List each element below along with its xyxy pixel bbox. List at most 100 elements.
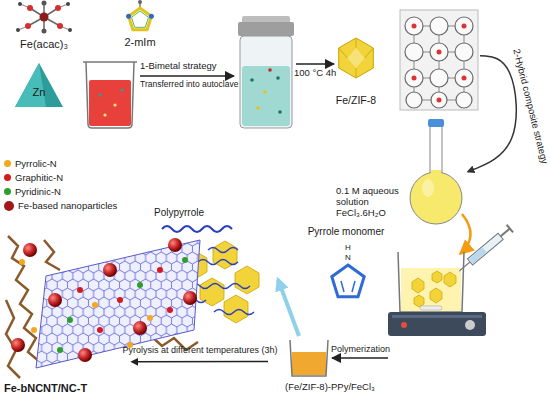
reagent-label: 2-mIm <box>108 0 172 56</box>
precursor-beaker-part <box>103 113 106 116</box>
carbon-framework-part-part <box>19 259 25 265</box>
polypyrrole-coating-part-part <box>224 295 248 323</box>
volumetric-flask-part <box>410 172 462 224</box>
feacac-molecule-part <box>57 23 63 29</box>
zif-crystal-part <box>365 48 374 58</box>
zif-crystal-part <box>356 68 357 78</box>
carbon-framework-part-part <box>44 240 60 270</box>
precursor-beaker-part <box>120 88 123 91</box>
volumetric-flask-part <box>428 119 444 127</box>
metal-triangle: Zn <box>14 62 64 108</box>
node-label: (Fe/ZIF-8)-PPy/FeCl₃ <box>268 382 392 393</box>
precursor-beaker-part <box>83 61 137 63</box>
pyrrole-ring-part <box>332 265 364 297</box>
carbon-framework-part-part <box>147 315 153 321</box>
zif-framework-part-part <box>430 69 448 87</box>
feacac-molecule-part <box>18 2 22 6</box>
legend-swatch <box>4 201 14 211</box>
syringe <box>456 225 513 275</box>
node-label: Fe(acac)₃ <box>4 38 84 51</box>
syringe-part <box>501 229 510 237</box>
process-arrow <box>296 63 334 65</box>
pyrrole-ring-part <box>352 281 355 292</box>
zif-framework-part-part <box>430 17 448 35</box>
reagent-label: Fe(acac)₃ <box>4 0 84 56</box>
zif-framework-part-part <box>437 50 442 55</box>
volumetric-flask-part <box>422 179 434 197</box>
annotation-label: H <box>345 243 351 252</box>
autoclave-jar-part <box>263 90 267 94</box>
carbon-framework-part <box>11 238 197 362</box>
zif-crystal-part <box>347 48 364 68</box>
autoclave-jar-part <box>240 36 292 128</box>
process-connector <box>468 56 516 172</box>
precursor-beaker-part <box>89 80 131 126</box>
zif-framework-part-part <box>439 26 440 100</box>
zif-framework-part <box>400 10 478 110</box>
zif-framework-part <box>405 17 473 108</box>
volumetric-flask-part <box>430 126 442 176</box>
triangle-facet <box>15 63 46 107</box>
magnetic-stirrer-part <box>401 322 407 328</box>
annotation-label: Polymerization <box>331 344 390 354</box>
zif-framework-part-part <box>464 26 465 100</box>
carbon-framework-part-part <box>182 257 188 263</box>
magnetic-stirrer-part <box>401 268 461 311</box>
legend-label: Graphitic-N <box>15 172 63 183</box>
carbon-framework-part-part <box>183 291 197 305</box>
feacac-molecule-part <box>25 23 31 29</box>
zif-crystal <box>339 38 374 78</box>
carbon-framework-part-part <box>168 238 182 252</box>
zif-framework-part-part <box>412 24 417 29</box>
magnetic-stirrer-part <box>398 252 464 312</box>
node-label: 0.1 M aqueous solution FeCl₃.6H₂O <box>336 186 414 219</box>
zif-crystal-part <box>339 48 348 58</box>
magnetic-stirrer <box>388 252 486 336</box>
feacac-molecule-part <box>55 5 61 11</box>
node-label: Fe/ZIF-8 <box>328 94 384 106</box>
process-arrow <box>140 75 234 77</box>
annotation-label: 1-Bimetal strategy <box>140 61 217 72</box>
zif-framework-part-part <box>405 43 423 61</box>
zif-framework-part-part <box>462 24 467 29</box>
magnetic-stirrer-part <box>430 288 442 303</box>
carbon-framework-part-part <box>57 347 63 353</box>
carbon-framework <box>6 236 200 378</box>
zif-framework-part-part <box>455 17 473 35</box>
legend-entry: Pyridinic-N <box>4 186 61 197</box>
zif-framework-part-part <box>405 69 423 87</box>
carbon-framework-part-part <box>8 236 40 362</box>
magnetic-stirrer-part <box>420 306 442 310</box>
autoclave-jar <box>238 16 294 128</box>
carbon-framework-part <box>57 257 188 353</box>
legend-entry: Fe-based nanoparticles <box>4 200 117 211</box>
product-stage: Fe-bNCNT/NC-T <box>0 222 132 406</box>
zif-framework-part-part <box>462 76 467 81</box>
annotation-label: N <box>345 253 351 262</box>
composite-beaker-part <box>292 352 326 375</box>
polypyrrole-coating-part-part <box>214 310 254 315</box>
pyrrole-ring-part <box>341 281 344 292</box>
zif-framework-part-part <box>412 76 417 81</box>
carbon-framework-part-part <box>23 243 37 257</box>
polypyrrole-coating-part <box>162 226 232 232</box>
zif-framework-part <box>412 24 467 103</box>
node-label: 2-mIm <box>108 36 172 49</box>
precursor-beaker-part <box>86 62 134 128</box>
methylimidazole-ring <box>126 0 154 30</box>
volumetric-flask-part <box>431 170 441 178</box>
feacac-molecule-part <box>68 28 72 32</box>
zif-framework-part-part <box>455 69 473 87</box>
zif-crystal-part <box>356 38 357 48</box>
process-connector <box>132 361 268 363</box>
feacac-molecule-part <box>27 5 33 11</box>
methylimidazole-ring-part <box>132 11 149 27</box>
transfer-arrow <box>460 214 471 254</box>
zif-framework <box>400 10 478 110</box>
carbon-framework-part-part <box>137 282 143 288</box>
precursor-beaker-part <box>113 103 116 106</box>
legend-label: Pyridinic-N <box>15 186 61 197</box>
zif-framework-part-part <box>455 43 473 61</box>
carbon-framework-part-part <box>92 302 98 308</box>
